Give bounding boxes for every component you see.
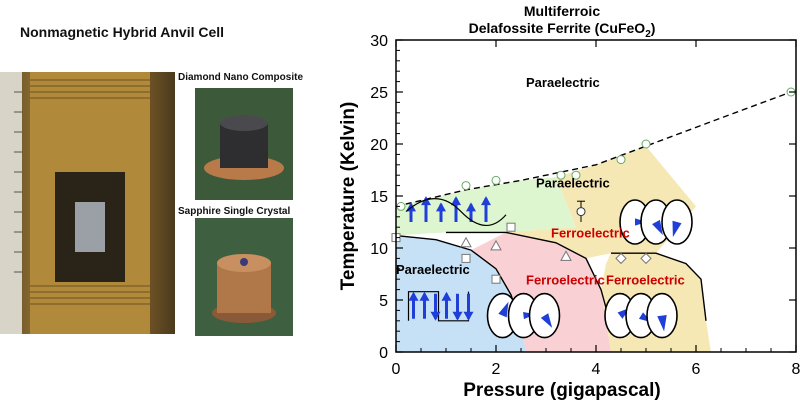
y-tick-label: 5	[379, 293, 388, 310]
anvil-cell-illustration	[0, 72, 150, 334]
spin-arrow-head	[463, 311, 474, 321]
spin-arrow-head	[441, 291, 452, 301]
spin-arrow-head	[481, 196, 491, 206]
x-tick-label: 4	[592, 361, 601, 378]
caption-diamond: Diamond Nano Composite	[178, 72, 304, 83]
point-circle	[571, 170, 581, 180]
y-tick-label: 15	[370, 189, 388, 206]
region-label: Paraelectric	[396, 262, 470, 277]
point-triangle	[490, 239, 502, 251]
y-tick-label: 0	[379, 345, 388, 362]
region-label: Ferroelectric	[551, 226, 630, 241]
spin-arrow-head	[436, 202, 446, 212]
spin-wedge	[540, 313, 553, 328]
x-tick-label: 2	[492, 361, 501, 378]
phase-line-middle	[446, 231, 612, 327]
spin-arrow-head	[419, 291, 430, 301]
point-diamond	[615, 252, 627, 265]
region-label: Ferroelectric	[526, 272, 605, 287]
spin-wedge	[498, 301, 509, 318]
y-tick-label: 10	[370, 241, 388, 258]
sapphire-anvil-illustration	[212, 254, 276, 323]
region-ferro-low	[471, 232, 611, 352]
spin-wedge	[672, 220, 682, 238]
region-label: Paraelectric	[526, 75, 600, 90]
point-triangle	[560, 250, 572, 261]
point-circle	[556, 170, 566, 180]
point-square	[491, 274, 501, 284]
region-label: Ferroelectric	[606, 272, 685, 287]
x-tick-label: 0	[392, 361, 401, 378]
spin-arrow-head	[451, 196, 461, 206]
y-tick-label: 30	[370, 33, 388, 50]
region-labels: ParaelectricParaelectricFerroelectricPar…	[396, 75, 685, 288]
spin-arrow-head	[421, 196, 431, 206]
spin-arrow-head	[466, 202, 476, 212]
point-circle	[491, 175, 501, 185]
diamond-composite-photo	[195, 88, 293, 200]
spin-ellipses	[405, 196, 693, 339]
y-tick-label: 20	[370, 137, 388, 154]
x-tick-label: 8	[792, 361, 800, 378]
point-square	[461, 253, 471, 263]
diamond-anvil-illustration	[204, 115, 284, 180]
point-diamond	[640, 252, 652, 265]
x-axis-label: Pressure (gigapascal)	[463, 380, 660, 400]
point-circle	[616, 155, 626, 165]
point-triangle	[460, 236, 472, 248]
spin-wave-outline	[405, 198, 507, 226]
spin-arrow-head	[430, 311, 441, 321]
chart-title-line1: Multiferroic	[524, 3, 600, 19]
point-errorbar	[576, 207, 586, 217]
point-circle	[461, 181, 471, 191]
y-axis-label: Temperature (Kelvin)	[338, 102, 359, 291]
spin-wedge	[657, 314, 667, 332]
x-tick-label: 6	[692, 361, 701, 378]
region-label: Paraelectric	[536, 176, 610, 191]
anvil-cell-photo	[0, 72, 175, 334]
point-square	[506, 222, 516, 232]
caption-sapphire: Sapphire Single Crystal	[178, 206, 291, 217]
spin-wedge	[652, 219, 663, 236]
left-panel-title: Nonmagnetic Hybrid Anvil Cell	[20, 24, 225, 40]
axes: 0 2 4 6 8 0 5 10 15 20 25 30	[370, 33, 800, 378]
spin-arrow-head	[408, 291, 419, 301]
point-circle	[641, 139, 651, 149]
spin-arrow-head	[452, 311, 463, 321]
chart-title-line2: Delafossite Ferrite (CuFeO2)	[469, 20, 656, 40]
sapphire-crystal-photo	[195, 218, 293, 336]
phase-line-right	[611, 252, 707, 321]
y-tick-label: 25	[370, 85, 388, 102]
